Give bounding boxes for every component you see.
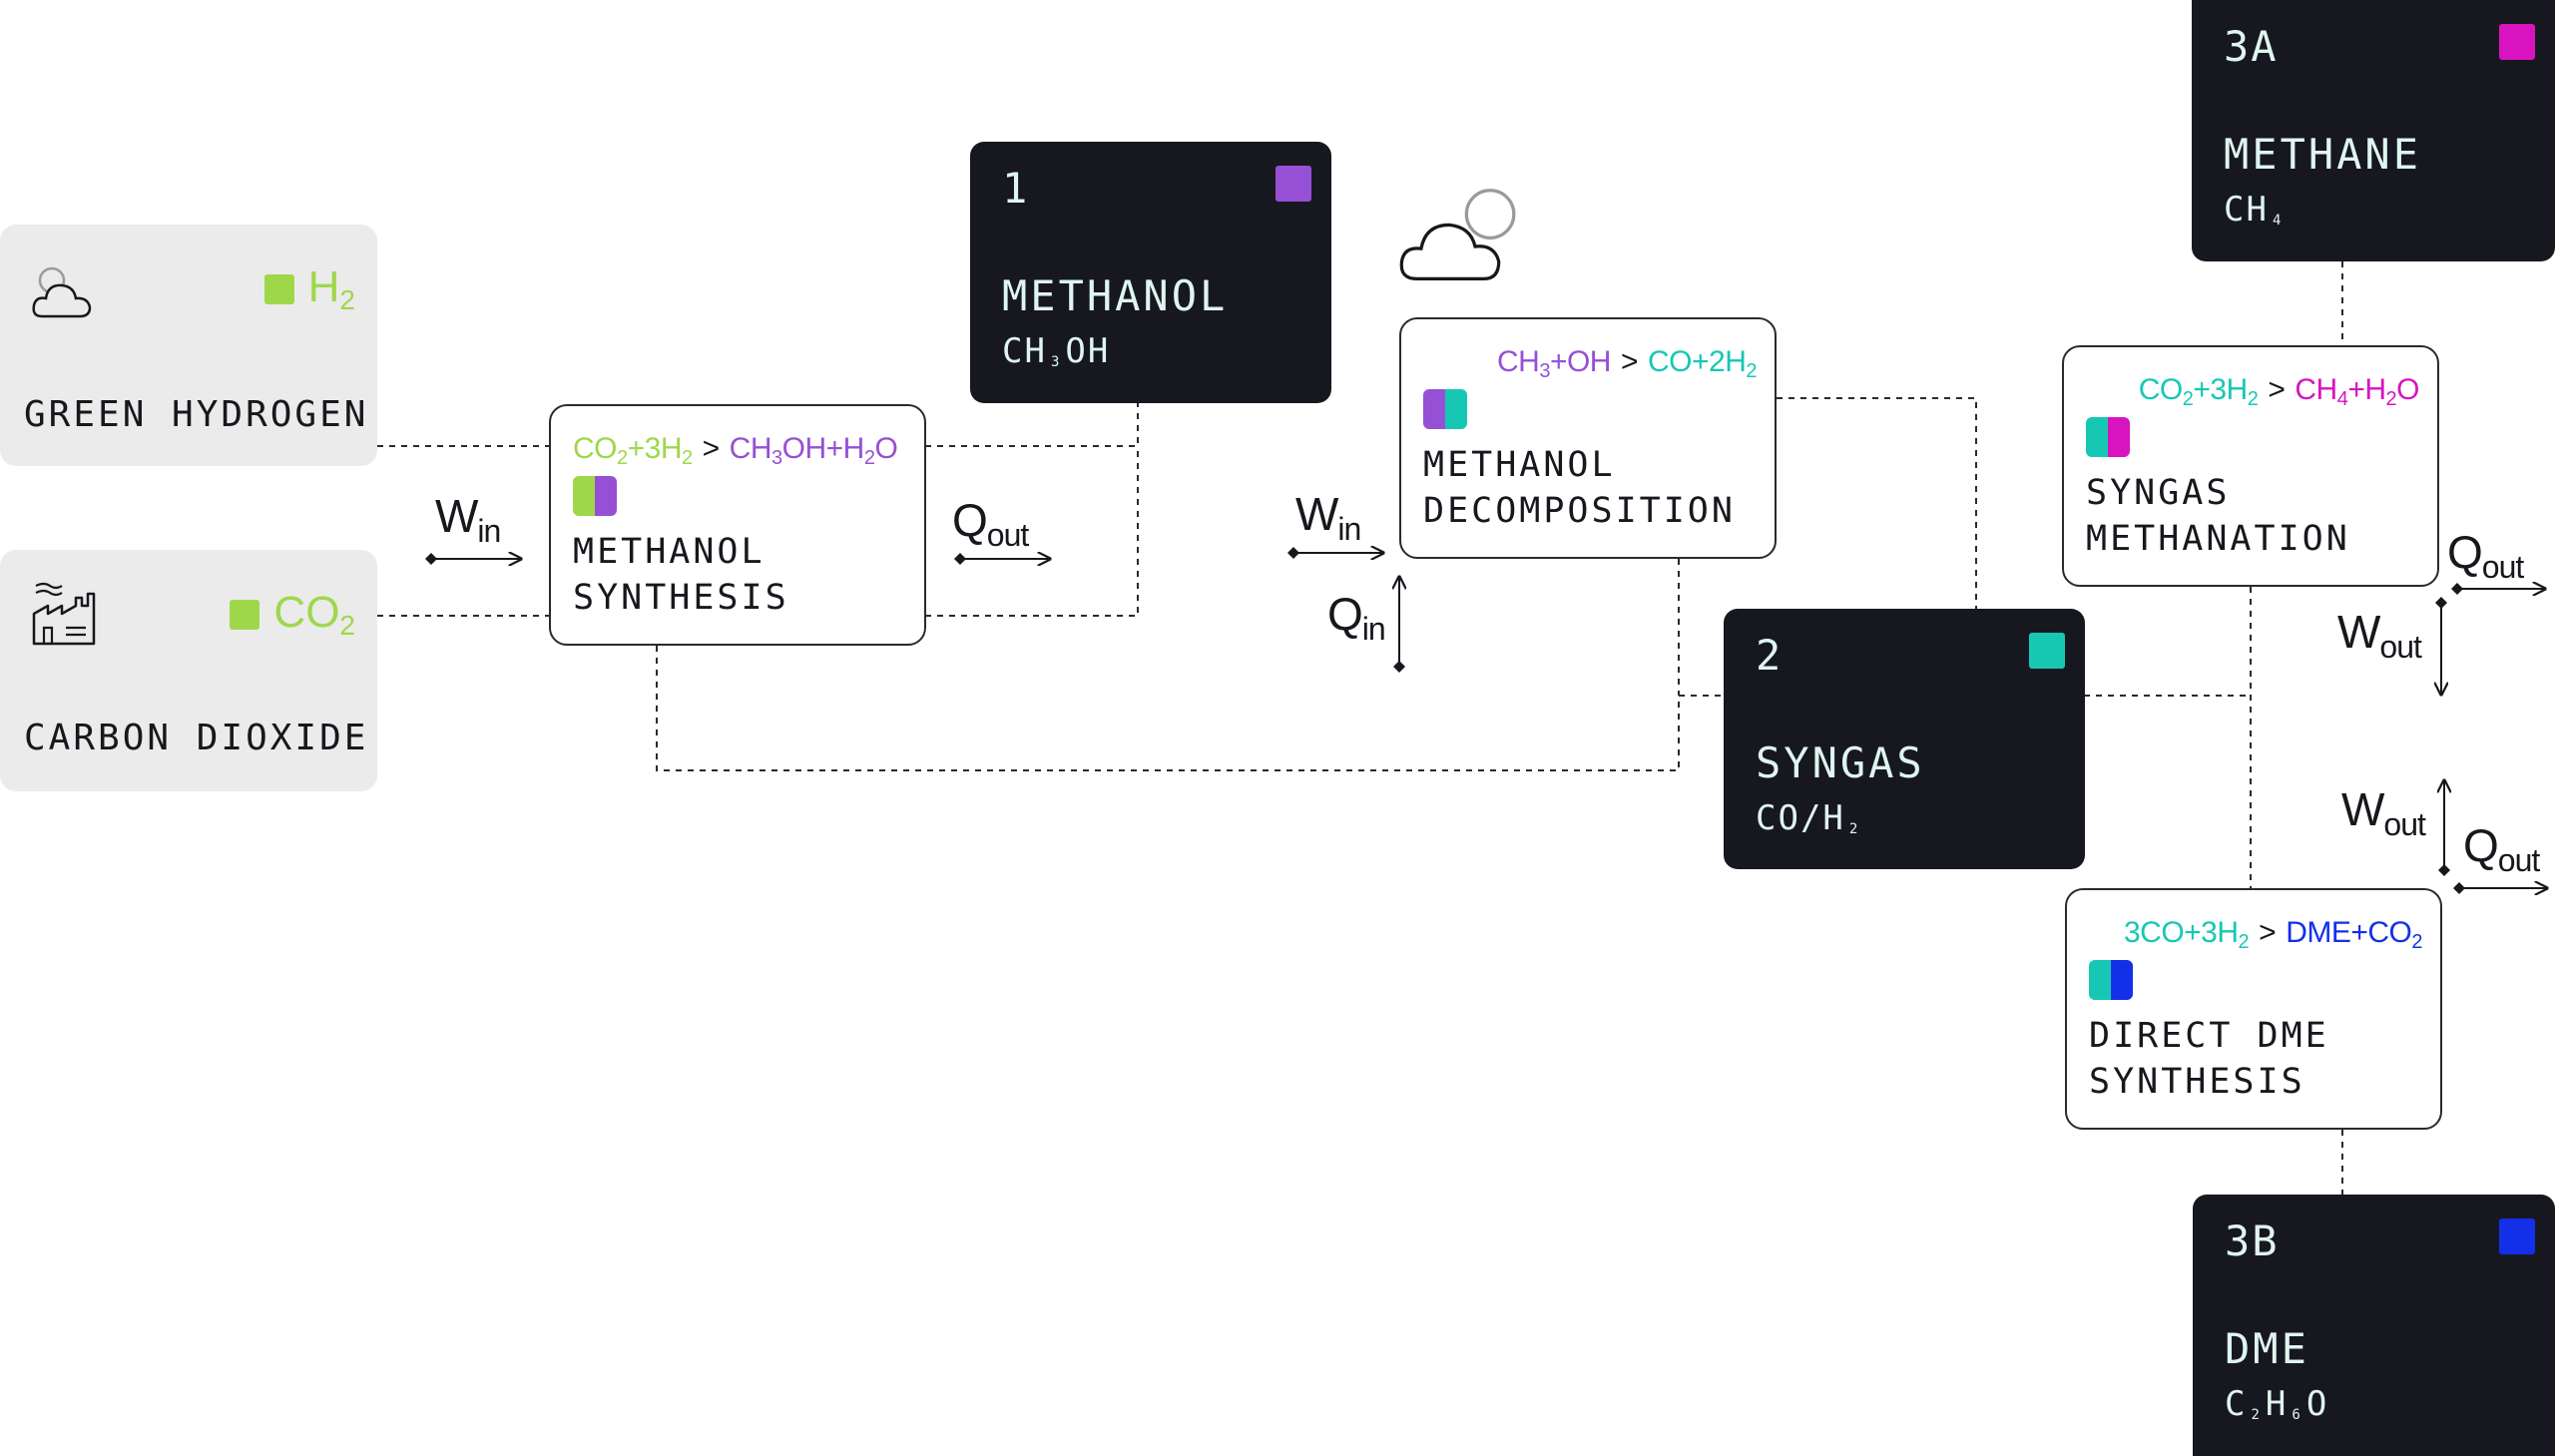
- process-name: SYNGAS METHANATION: [2086, 473, 2350, 559]
- process-name: METHANOL DECOMPOSITION: [1423, 445, 1736, 531]
- hydrogen-chem: H2: [263, 262, 355, 316]
- source-green-hydrogen: H2 GREEN HYDROGEN: [0, 225, 377, 466]
- flow-label-qin: Qin: [1327, 588, 1386, 647]
- line-decomposition-to-syngas: [1777, 397, 1977, 609]
- process-direct-dme-synthesis: 3CO+3H2>DME+CO2 DIRECT DME SYNTHESIS: [2065, 888, 2442, 1130]
- hydrogen-formula-sub: 2: [339, 284, 355, 315]
- flow-label-win: Win: [435, 490, 501, 549]
- product-number: 3A: [2224, 22, 2279, 71]
- co2-formula: CO: [273, 588, 340, 637]
- line-synthesis-return: [925, 446, 1139, 617]
- process-methanol-decomposition: CH3+OH>CO+2H2 METHANOL DECOMPOSITION: [1399, 317, 1777, 559]
- reaction-chip: [573, 476, 617, 516]
- source-carbon-dioxide: CO2 CARBON DIOXIDE: [0, 550, 377, 791]
- reaction-equation: 3CO+3H2>DME+CO2: [2123, 916, 2423, 953]
- flow-label-qout: Qout: [952, 494, 1029, 553]
- co2-swatch: [230, 600, 260, 630]
- product-name: DME: [2225, 1324, 2309, 1373]
- reaction-chip: [2086, 417, 2130, 457]
- factory-icon: [32, 582, 96, 646]
- line-synthesis-to-syngas: [656, 646, 1725, 771]
- flow-label-qout: Qout: [2447, 526, 2524, 585]
- reaction-equation: CO2+3H2>CH4+H2O: [2138, 373, 2420, 410]
- product-name: METHANE: [2224, 130, 2422, 179]
- methanol-swatch: [1276, 166, 1311, 202]
- process-methanol-synthesis: CO2+3H2>CH3OH+H2O METHANOL SYNTHESIS: [549, 404, 926, 646]
- hydrogen-swatch: [263, 274, 294, 304]
- reaction-equation: CO2+3H2>CH3OH+H2O: [573, 432, 898, 469]
- methane-swatch: [2499, 24, 2535, 60]
- process-name: METHANOL SYNTHESIS: [573, 532, 789, 618]
- co2-formula-sub: 2: [339, 610, 355, 641]
- source-label: CARBON DIOXIDE: [24, 718, 369, 758]
- process-syngas-methanation: CO2+3H2>CH4+H2O SYNGAS METHANATION: [2062, 345, 2439, 587]
- flow-label-wout: Wout: [2337, 606, 2422, 665]
- product-number: 2: [1756, 631, 1784, 680]
- line-synthesis-to-methanol: [925, 403, 1139, 447]
- product-name: METHANOL: [1002, 271, 1229, 320]
- dme-swatch: [2499, 1218, 2535, 1254]
- product-number: 3B: [2225, 1216, 2280, 1265]
- reaction-equation: CH3+OH>CO+2H2: [1496, 345, 1758, 382]
- syngas-swatch: [2029, 633, 2065, 669]
- flow-label-wout: Wout: [2341, 783, 2426, 842]
- product-name: SYNGAS: [1756, 738, 1925, 787]
- source-label: GREEN HYDROGEN: [24, 394, 369, 435]
- process-name: DIRECT DME SYNTHESIS: [2089, 1016, 2329, 1102]
- cloud-sun-icon: [1399, 189, 1516, 280]
- hydrogen-formula: H: [307, 262, 340, 311]
- product-number: 1: [1002, 164, 1030, 213]
- flow-label-win: Win: [1295, 488, 1361, 547]
- reaction-chip: [2089, 960, 2133, 1000]
- co2-chem: CO2: [230, 588, 355, 642]
- reaction-chip: [1423, 389, 1467, 429]
- cloud-sun-icon: [32, 266, 92, 318]
- flow-label-qout: Qout: [2463, 819, 2540, 878]
